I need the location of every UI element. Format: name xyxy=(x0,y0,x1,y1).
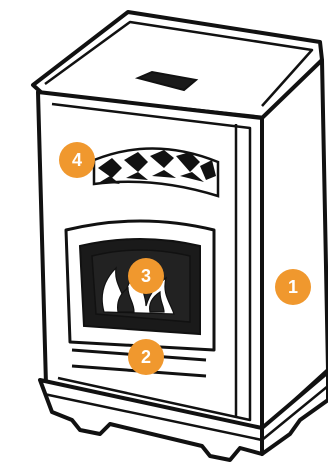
callout-label: 2 xyxy=(141,347,151,367)
callout-label: 1 xyxy=(288,277,298,297)
callout-2[interactable]: 2 xyxy=(128,339,164,375)
callout-1[interactable]: 1 xyxy=(275,269,311,305)
callout-label: 4 xyxy=(72,150,82,170)
stove-side-panel xyxy=(262,60,328,430)
callout-3[interactable]: 3 xyxy=(128,258,164,294)
callout-4[interactable]: 4 xyxy=(59,142,95,178)
callout-label: 3 xyxy=(141,266,151,286)
